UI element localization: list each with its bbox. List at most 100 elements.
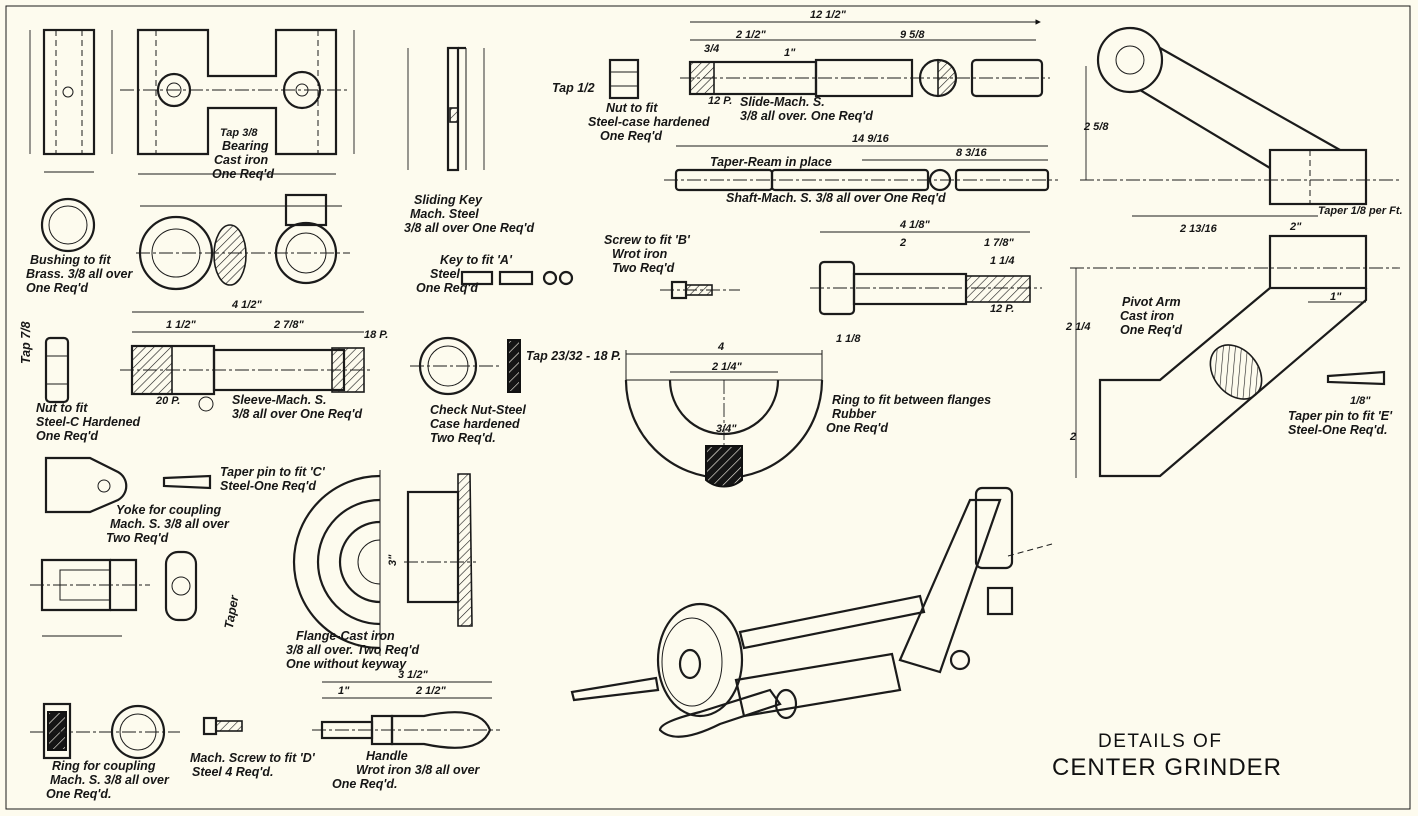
- dim-2-1316: 2 13/16: [1179, 223, 1218, 235]
- bearing-label-1: Bearing: [222, 139, 269, 153]
- sleeve-label-1: Sleeve-Mach. S.: [232, 393, 327, 407]
- dim-2-58: 2 5/8: [1083, 121, 1109, 133]
- dim-2-pivot: 2: [1069, 431, 1076, 443]
- key-a-label-3: One Req'd: [416, 281, 478, 295]
- handle-drawing: [312, 681, 500, 749]
- sliding-key-label-3: 3/8 all over One Req'd: [404, 221, 534, 235]
- bearing-label-3: One Req'd: [212, 167, 274, 181]
- bushing-label-1: Bushing to fit: [30, 253, 111, 267]
- assembled-grinder-illustration: [570, 486, 1053, 738]
- pivot-label-1: Pivot Arm: [1122, 295, 1181, 309]
- ring-coupling-label-2: Mach. S. 3/8 all over: [50, 773, 170, 787]
- yoke-drawing: [30, 456, 150, 637]
- rubber-ring-drawing: [624, 350, 824, 488]
- check-nut-drawing: [410, 336, 521, 396]
- dim-14-916: 14 9/16: [852, 133, 890, 145]
- nut-fit-tap: Tap 1/2: [552, 81, 595, 95]
- slide-label-2: 3/8 all over. One Req'd: [740, 109, 873, 123]
- key-a-drawing: [460, 270, 574, 286]
- nut-fit-label-1: Nut to fit: [606, 101, 658, 115]
- flange-label-2: 3/8 all over. Two Req'd: [286, 643, 419, 657]
- dim-3-12: 3 1/2": [398, 669, 428, 681]
- handle-label-2: Wrot iron 3/8 all over: [356, 763, 481, 777]
- taper-pin-c-label-2: Steel-One Req'd: [220, 479, 316, 493]
- sliding-key-label-1: Sliding Key: [414, 193, 483, 207]
- screw-b-label-1: Screw to fit 'B': [604, 233, 691, 247]
- dim-2-14: 2 1/4": [711, 361, 742, 373]
- dim-1-78: 1 7/8": [984, 237, 1014, 249]
- nut-c-label-3: One Req'd: [36, 429, 98, 443]
- flange-label-3: One without keyway: [286, 657, 407, 671]
- nut-c-drawing: [44, 336, 70, 404]
- sleeve-thread-2: 20 P.: [155, 395, 180, 407]
- title-line-2: CENTER GRINDER: [1052, 754, 1282, 781]
- mach-screw-d-drawing: [202, 716, 243, 736]
- screw-b-drawing: [660, 280, 740, 300]
- yoke-label-3: Two Req'd: [106, 531, 169, 545]
- screw-b-label-3: Two Req'd: [612, 261, 675, 275]
- check-nut-label-2: Case hardened: [430, 417, 520, 431]
- dim-1: 1": [784, 47, 796, 59]
- dim-8-316: 8 3/16: [956, 147, 987, 159]
- coupling-end-drawing: [164, 550, 198, 622]
- dim-1-14: 1 1/4: [990, 255, 1014, 267]
- taper-pin-c-label-1: Taper pin to fit 'C': [220, 465, 326, 479]
- dim-3in: 3": [387, 554, 399, 566]
- check-nut-label-3: Two Req'd.: [430, 431, 496, 445]
- dim-3-4: 3/4: [704, 43, 719, 55]
- sliding-key-drawing: [407, 46, 485, 172]
- pin-thread: 12 P.: [990, 303, 1014, 315]
- slide-drawing: [608, 19, 1050, 100]
- bushing-label-2: Brass. 3/8 all over: [26, 267, 133, 281]
- pivot-arm-drawing: [1070, 26, 1400, 478]
- pivot-pin-drawing: [810, 231, 1042, 316]
- taper-pin-c-drawing: [162, 474, 212, 490]
- taper-pin-e-label-1: Taper pin to fit 'E': [1288, 409, 1393, 423]
- check-nut-tap: Tap 23/32 - 18 P.: [526, 349, 621, 363]
- ring-label-2: Rubber: [832, 407, 877, 421]
- key-a-label-2: Steel: [430, 267, 460, 281]
- bushing-label-3: One Req'd: [26, 281, 88, 295]
- yoke-label-2: Mach. S. 3/8 all over: [110, 517, 230, 531]
- pivot-taper: Taper 1/8 per Ft.: [1318, 205, 1403, 217]
- nut-c-tap: Tap 7/8: [19, 321, 33, 364]
- ring-coupling-label-3: One Req'd.: [46, 787, 111, 801]
- ring-label-3: One Req'd: [826, 421, 888, 435]
- dim-1-8: 1/8": [1350, 395, 1371, 407]
- dim-4-18: 4 1/8": [899, 219, 930, 231]
- check-nut-label-1: Check Nut-Steel: [430, 403, 526, 417]
- slide-thread: 12 P.: [708, 95, 732, 107]
- taper-per-ft: Taper: [222, 593, 242, 630]
- sliding-key-label-2: Mach. Steel: [410, 207, 479, 221]
- nut-fit-label-3: One Req'd: [600, 129, 662, 143]
- sleeve-thread: 18 P.: [364, 329, 388, 341]
- ring-coupling-label-1: Ring for coupling: [52, 759, 156, 773]
- dim-1-18: 1 1/8: [836, 333, 861, 345]
- dim-2: 2: [899, 237, 906, 249]
- title-line-1: DETAILS OF: [1098, 731, 1222, 752]
- flange-drawing: [292, 470, 476, 656]
- sheet-border: [5, 5, 1411, 810]
- screw-b-label-2: Wrot iron: [612, 247, 668, 261]
- taper-pin-e-drawing: [1326, 370, 1386, 386]
- dim-1-12: 1 1/2": [166, 319, 196, 331]
- sleeve-label-2: 3/8 all over One Req'd: [232, 407, 362, 421]
- taper-pin-e-label-2: Steel-One Req'd.: [1288, 423, 1388, 437]
- handle-label-3: One Req'd.: [332, 777, 397, 791]
- dim-2-5: 2 1/2": [735, 29, 766, 41]
- dim-2-78: 2 7/8": [273, 319, 304, 331]
- dim-12-5: 12 1/2": [810, 9, 847, 21]
- nut-fit-label-2: Steel-case hardened: [588, 115, 710, 129]
- flange-label-1: Flange-Cast iron: [296, 629, 395, 643]
- sleeve-drawing: [120, 311, 372, 412]
- bearing-label-2: Cast iron: [214, 153, 269, 167]
- bushing-drawing: [40, 193, 350, 291]
- dim-4: 4: [717, 341, 724, 353]
- dim-2-12b: 2 1/2": [415, 685, 446, 697]
- dim-1-pivot: 1": [1330, 291, 1342, 303]
- mach-screw-label-2: Steel 4 Req'd.: [192, 765, 273, 779]
- shaft-note: Taper-Ream in place: [710, 155, 832, 169]
- dim-1-handle: 1": [338, 685, 350, 697]
